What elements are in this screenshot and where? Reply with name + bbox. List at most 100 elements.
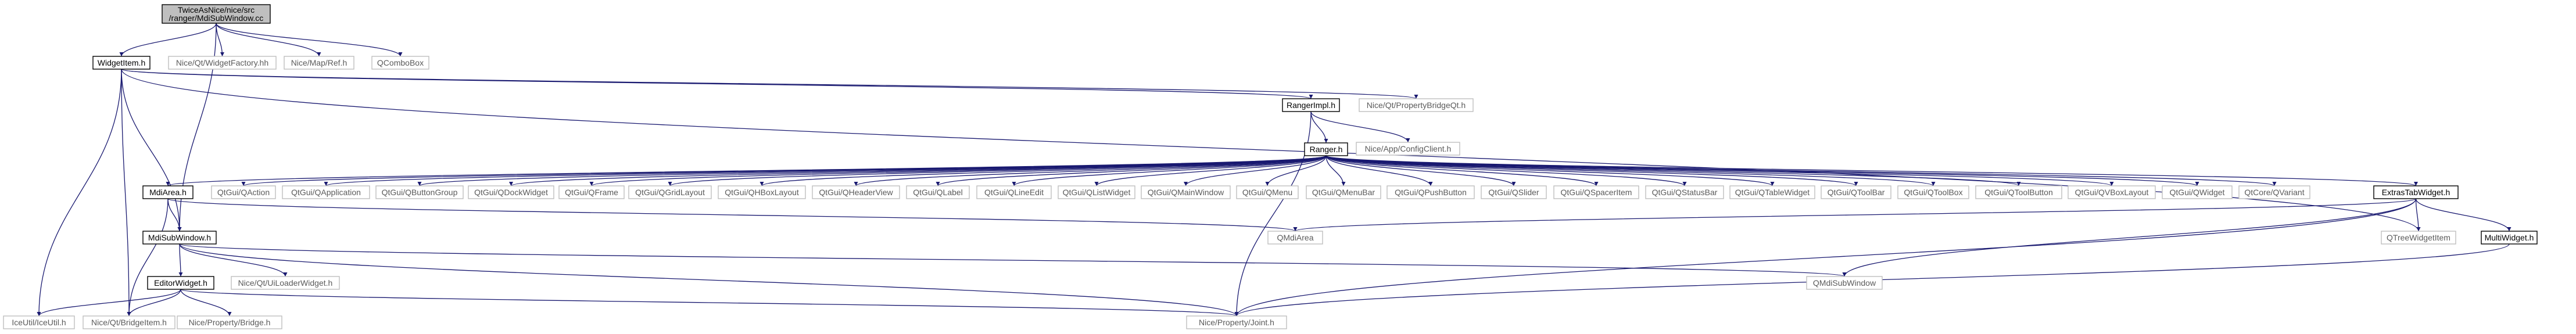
node-label: QtGui/QVBoxLayout: [2075, 188, 2149, 197]
node-multiwidget[interactable]: MultiWidget.h: [2481, 231, 2538, 245]
edge-path: [121, 69, 182, 232]
node-box: [1553, 185, 1639, 199]
edge-path: [1325, 155, 2418, 186]
node-box: [1386, 185, 1475, 199]
node-label: IceUtil/IceUtil.h: [12, 318, 66, 327]
edge-editorwidget-to-propertyjoint: [180, 289, 1238, 317]
node-mdisubwindow_h[interactable]: MdiSubWindow.h: [142, 231, 217, 245]
edge-extrastabwidget-to-qmdiarea: [1294, 198, 2417, 232]
node-qmenubar: QtGui/QMenuBar: [1306, 185, 1381, 199]
node-box: [284, 56, 354, 70]
node-qtoolbutton: QtGui/QToolButton: [1975, 185, 2062, 199]
node-editorwidget[interactable]: EditorWidget.h: [147, 276, 214, 290]
node-qframe: QtGui/QFrame: [558, 185, 625, 199]
node-box: [1282, 98, 1340, 112]
node-box: [2238, 185, 2310, 199]
node-box: [371, 56, 429, 70]
node-rangerimpl[interactable]: RangerImpl.h: [1282, 98, 1340, 112]
edge-ranger-to-qtablewidget: [1325, 155, 1775, 186]
edge-path: [509, 155, 1327, 186]
node-mdi_cc[interactable]: TwiceAsNice/nice/src/ranger/MdiSubWindow…: [162, 4, 271, 24]
edge-ranger-to-extrastabwidget: [1325, 155, 2418, 186]
node-label: QComboBox: [377, 58, 424, 67]
edge-path: [216, 23, 224, 57]
edge-ranger-to-qlistwidget: [1094, 155, 1327, 186]
node-label: QtGui/QPushButton: [1395, 188, 1467, 197]
node-qmainwindow: QtGui/QMainWindow: [1141, 185, 1231, 199]
node-box: [162, 4, 271, 24]
node-propertyjoint: Nice/Property/Joint.h: [1186, 315, 1287, 329]
edge-path: [179, 243, 1846, 277]
edge-path: [759, 155, 1327, 186]
node-label: QtGui/QMenuBar: [1312, 188, 1375, 197]
node-qdockwidget: QtGui/QDockWidget: [468, 185, 554, 199]
edge-widgetitem-to-propbridgeqt: [121, 69, 1418, 99]
edge-path: [1325, 155, 1775, 186]
node-qpushbutton: QtGui/QPushButton: [1386, 185, 1475, 199]
edge-path: [1234, 198, 2417, 317]
edge-extrastabwidget-to-qmdisubwindow: [1842, 198, 2417, 277]
edge-path: [121, 69, 131, 317]
edge-path: [121, 69, 1418, 99]
edge-mdi_cc-to-mdisubwindow_h: [177, 23, 217, 232]
edge-path: [177, 23, 217, 232]
node-label: QtGui/QGridLayout: [635, 188, 705, 197]
edge-path: [121, 69, 2421, 232]
edge-path: [178, 243, 183, 277]
edge-path: [37, 289, 181, 317]
node-qhboxlayout: QtGui/QHBoxLayout: [718, 185, 806, 199]
node-label: QtGui/QHBoxLayout: [725, 188, 799, 197]
edge-path: [167, 198, 182, 232]
edge-ranger-to-qlabel: [936, 155, 1327, 186]
edge-path: [180, 289, 1238, 317]
node-box: [558, 185, 625, 199]
node-box: [812, 185, 900, 199]
edge-mdi_cc-to-mapref: [216, 23, 321, 57]
node-qcombobox: QComboBox: [371, 56, 429, 70]
edge-mdisubwindow_h-to-propertyjoint: [179, 243, 1239, 317]
node-label: MdiSubWindow.h: [148, 233, 211, 242]
edge-editorwidget-to-iceutil: [37, 289, 181, 317]
edge-rangerimpl-to-propertyjoint: [1234, 111, 1312, 317]
node-box: [1304, 142, 1348, 156]
edge-path: [417, 155, 1327, 186]
edge-path: [1325, 155, 1858, 186]
node-qlabel: QtGui/QLabel: [906, 185, 970, 199]
node-qmenu: QtGui/QMenu: [1236, 185, 1299, 199]
node-widgetitem[interactable]: WidgetItem.h: [92, 56, 151, 70]
edge-ranger-to-mdiarea: [166, 155, 1327, 186]
edge-path: [1842, 198, 2417, 277]
node-label: QTreeWidgetItem: [2387, 233, 2450, 242]
node-box: [147, 276, 214, 290]
edge-path: [166, 155, 1327, 186]
node-box: [1186, 315, 1287, 329]
node-label: /ranger/MdiSubWindow.cc: [169, 13, 264, 23]
edge-path: [1325, 155, 1599, 186]
node-ranger[interactable]: Ranger.h: [1304, 142, 1348, 156]
node-label: RangerImpl.h: [1287, 100, 1335, 110]
node-qlistwidget: QtGui/QListWidget: [1058, 185, 1135, 199]
node-label: Nice/Property/Joint.h: [1199, 318, 1274, 327]
node-extrastabwidget[interactable]: ExtrasTabWidget.h: [2373, 185, 2459, 199]
edge-editorwidget-to-qtbridgeitem: [127, 289, 181, 317]
node-label: QtGui/QToolBox: [1904, 188, 1962, 197]
node-box: [468, 185, 554, 199]
node-box: [1058, 185, 1135, 199]
edge-widgetitem-to-rangerimpl: [121, 69, 1313, 99]
edge-path: [1325, 155, 1687, 186]
node-box: [1236, 185, 1299, 199]
node-qspaceritem: QtGui/QSpacerItem: [1553, 185, 1639, 199]
edge-ranger-to-qbuttongroup: [417, 155, 1327, 186]
node-box: [1897, 185, 1969, 199]
node-box: [375, 185, 464, 199]
node-qwidget: QtGui/QWidget: [2162, 185, 2233, 199]
edge-path: [1310, 111, 1328, 143]
node-label: QtGui/QListWidget: [1063, 188, 1131, 197]
node-box: [211, 185, 276, 199]
node-label: ExtrasTabWidget.h: [2382, 188, 2450, 197]
node-label: QtGui/QLineEdit: [984, 188, 1044, 197]
edge-widgetitem-to-iceutil: [37, 69, 122, 317]
node-qtreewidgetitem: QTreeWidgetItem: [2381, 231, 2456, 245]
node-mdiarea[interactable]: MdiArea.h: [142, 185, 194, 199]
dependency-edges: [37, 23, 2511, 317]
